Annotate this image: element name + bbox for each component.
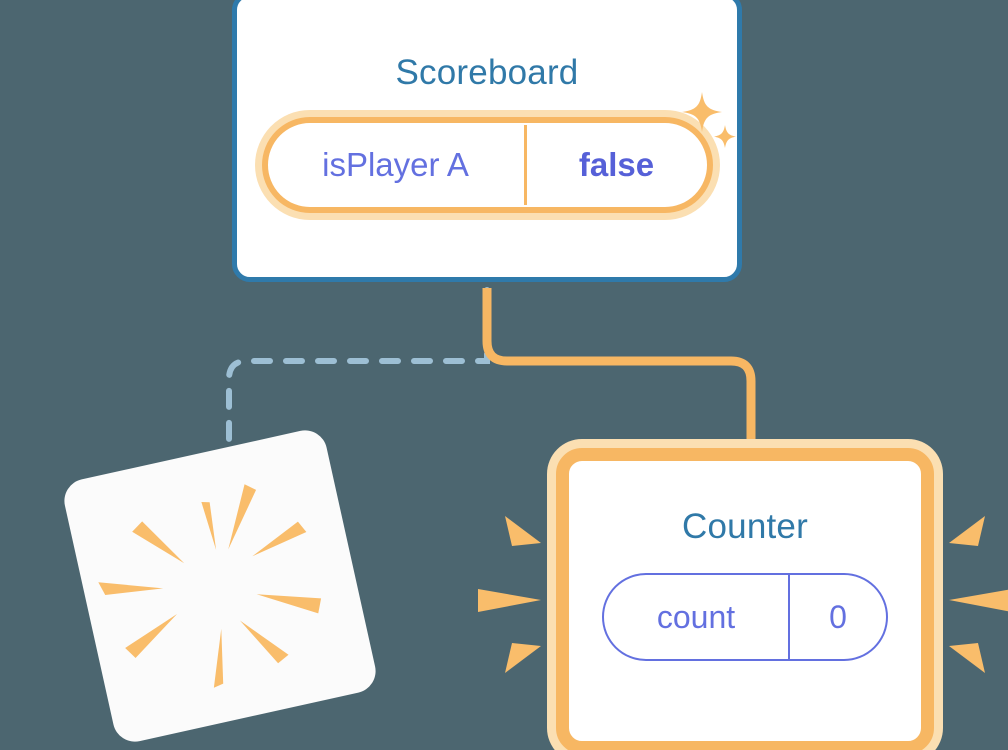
scoreboard-title: Scoreboard (395, 53, 579, 92)
dashed-connector-path (226, 287, 490, 481)
scoreboard-pill[interactable]: isPlayer A false (261, 117, 713, 213)
counter-pill-key: count (656, 598, 736, 635)
counter-title: Counter (682, 507, 808, 546)
counter-pill[interactable]: count 0 (602, 573, 888, 661)
counter-pill-divider (788, 575, 790, 659)
burst-rays-icon (98, 484, 322, 688)
scoreboard-pill-wrap: isPlayer A false (237, 117, 737, 213)
scoreboard-card[interactable]: Scoreboard isPlayer A false (232, 0, 742, 282)
counter-card[interactable]: Counter count 0 (556, 448, 934, 750)
scoreboard-pill-divider (523, 125, 527, 205)
ray-left-bottom (505, 643, 541, 673)
ray-left-top (505, 516, 541, 546)
solid-connector-path (482, 288, 756, 462)
ray-right-bottom (949, 643, 985, 673)
ray-right-top (949, 516, 985, 546)
burst-card[interactable] (60, 426, 380, 746)
counter-pill-wrap: count 0 (569, 573, 921, 661)
ray-left-mid (478, 589, 541, 612)
counter-pill-value: 0 (829, 598, 847, 635)
scoreboard-pill-value: false (578, 146, 655, 183)
ray-right-mid (949, 589, 1008, 612)
sparkles-icon (682, 92, 736, 148)
scoreboard-pill-key: isPlayer A (322, 146, 469, 183)
